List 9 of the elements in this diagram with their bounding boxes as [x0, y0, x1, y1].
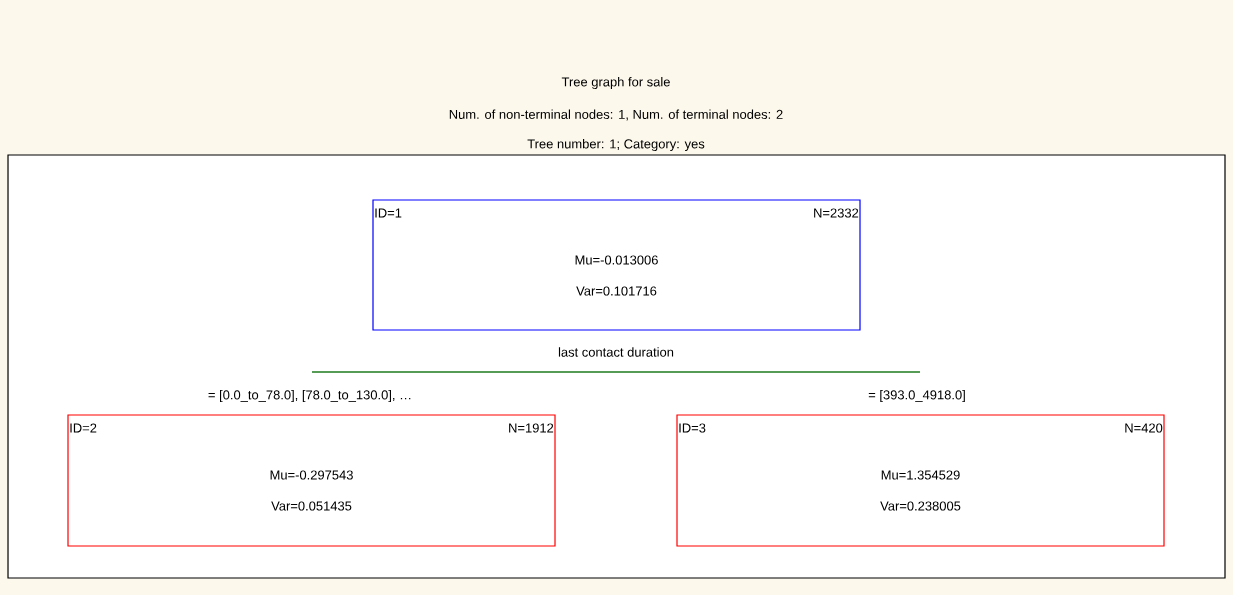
branch-condition-label: = [393.0_4918.0] [868, 389, 965, 403]
tree-node-box: ID=3 N=420 Mu=1.354529 Var=0.238005 [676, 414, 1165, 547]
tree-node-box: ID=2 N=1912 Mu=-0.297543 Var=0.051435 [67, 414, 556, 547]
branch-condition-label: = [0.0_to_78.0], [78.0_to_130.0], … [208, 389, 411, 403]
subtitle: Num. of non-terminal nodes: 1, Num. of terminal nodes: 2 [449, 109, 783, 121]
chart-title: Tree graph for sale [561, 76, 670, 90]
split-variable-label: last contact duration [558, 347, 674, 357]
subtitle: Tree number: 1; Category: yes [527, 138, 705, 152]
tree-node-box: ID=1 N=2332 Mu=-0.013006 Var=0.101716 [372, 199, 861, 331]
